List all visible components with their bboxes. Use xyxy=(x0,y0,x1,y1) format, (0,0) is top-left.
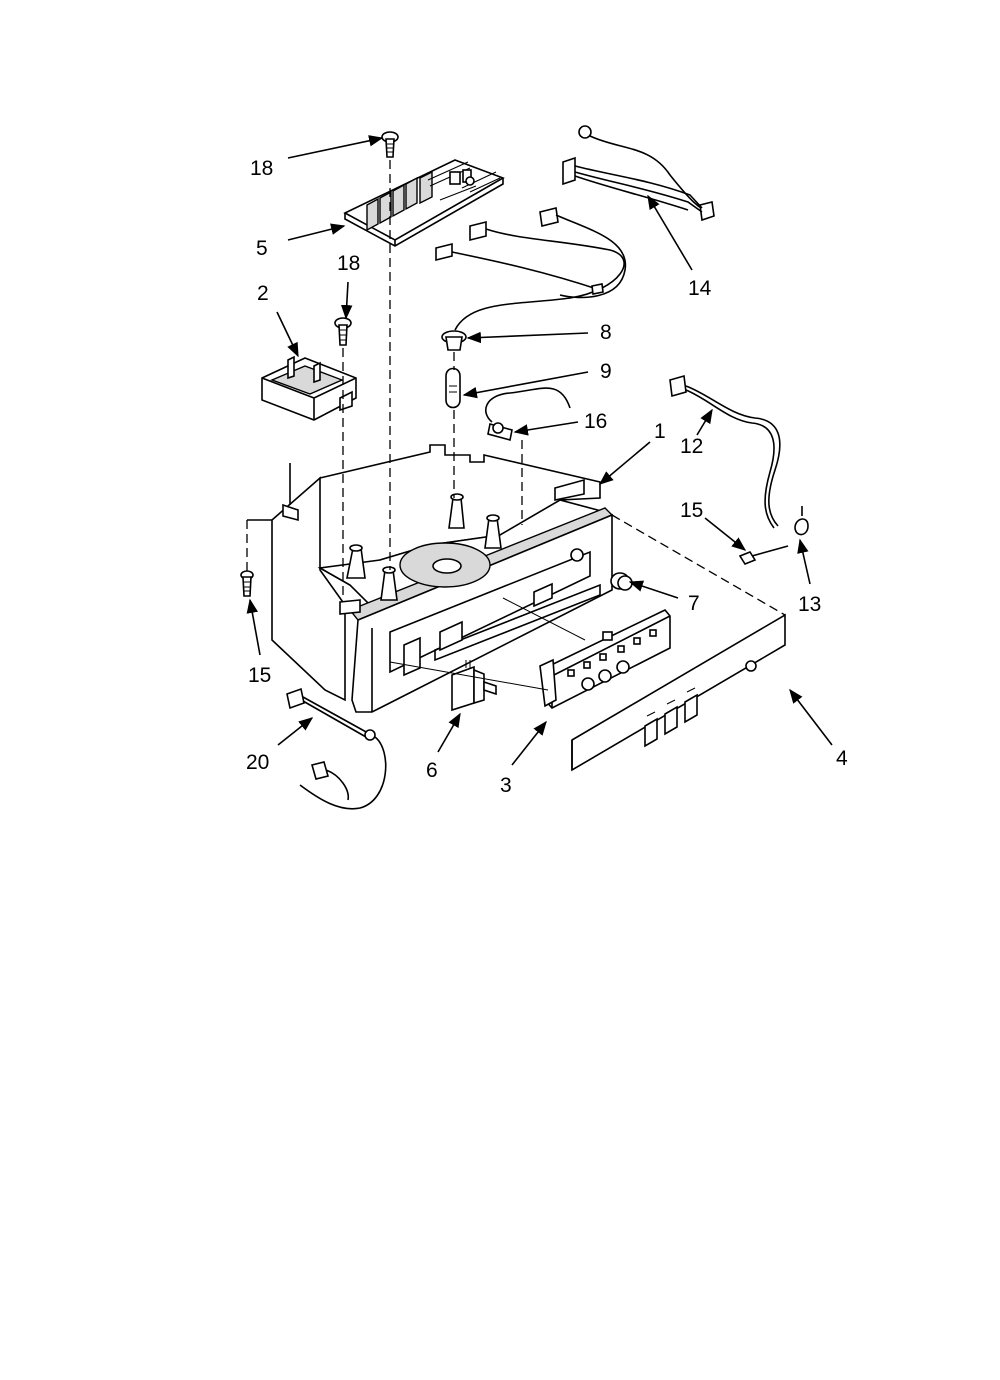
callout-1: 1 xyxy=(654,420,666,443)
assembly-lines xyxy=(246,160,786,691)
probe-16 xyxy=(485,387,571,441)
wire-12 xyxy=(669,374,781,529)
callout-20: 20 xyxy=(246,751,269,774)
grommet-7 xyxy=(610,572,633,591)
front-panel-4 xyxy=(571,613,786,772)
screw-15-left xyxy=(240,570,254,597)
callout-7: 7 xyxy=(688,592,700,615)
callout-13: 13 xyxy=(798,593,821,616)
sensor-8 xyxy=(441,330,467,351)
harness-sensor-8 xyxy=(435,207,627,331)
callout-18-top: 18 xyxy=(250,157,273,180)
callout-15-left: 15 xyxy=(248,664,271,687)
wire-20 xyxy=(286,687,387,810)
control-housing xyxy=(271,444,614,713)
callout-8: 8 xyxy=(600,321,612,344)
button-bracket-3 xyxy=(539,609,671,709)
callout-14: 14 xyxy=(688,277,712,300)
screw-18-top xyxy=(381,131,399,158)
harness-14 xyxy=(562,125,715,222)
callout-18-mid: 18 xyxy=(337,252,360,275)
callout-15-right: 15 xyxy=(680,499,703,522)
screw-15-right xyxy=(738,545,789,565)
clip-13 xyxy=(794,506,809,536)
callout-2: 2 xyxy=(257,282,269,305)
callout-9: 9 xyxy=(600,360,612,383)
callout-5: 5 xyxy=(256,237,268,260)
callout-arrows xyxy=(246,135,833,766)
screw-18-mid xyxy=(334,317,352,346)
callout-6: 6 xyxy=(426,759,438,782)
bulb-9 xyxy=(445,367,461,409)
callout-4: 4 xyxy=(836,747,848,770)
control-board xyxy=(343,159,505,247)
callout-labels: 18 5 18 2 14 8 9 16 1 12 15 13 7 15 20 6… xyxy=(246,157,848,797)
callout-12: 12 xyxy=(680,435,703,458)
callout-3: 3 xyxy=(500,774,512,797)
callout-16: 16 xyxy=(584,410,607,433)
transformer xyxy=(261,355,357,421)
